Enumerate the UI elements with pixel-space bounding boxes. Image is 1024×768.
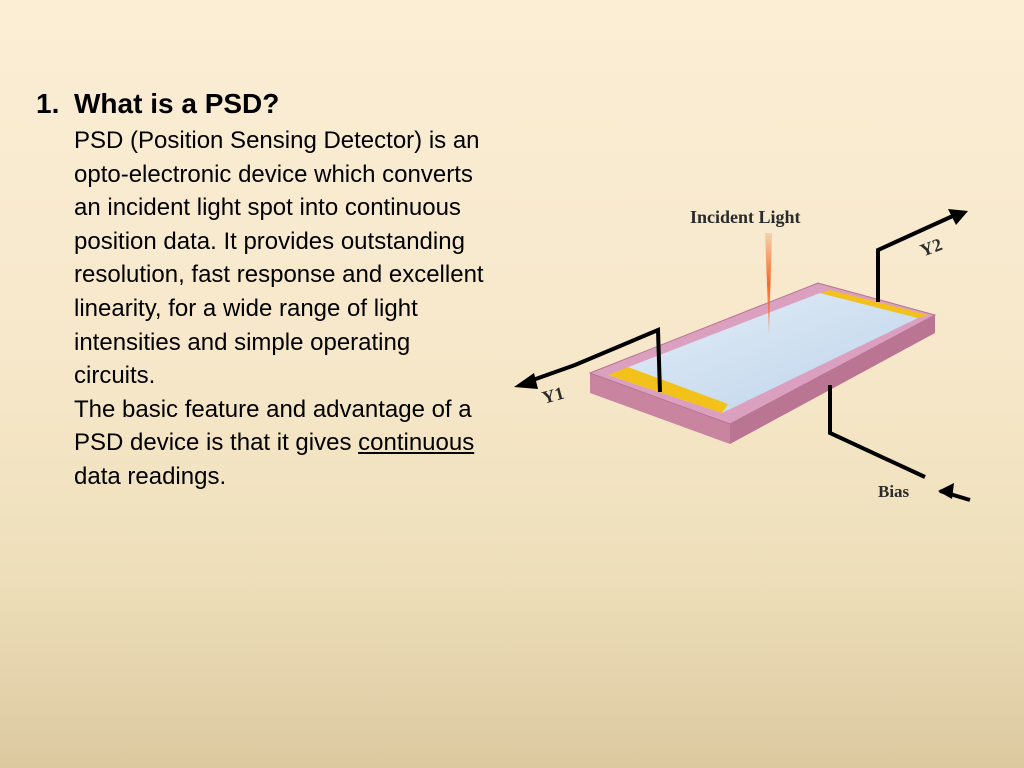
paragraph-feature-start: The basic feature and advantage of a PSD… (74, 395, 472, 457)
arrow-bias-icon (938, 483, 954, 499)
slide-text-block: 1. What is a PSD? PSD (Position Sensing … (36, 84, 496, 494)
wire-y2 (876, 213, 956, 302)
label-y2: Y2 (917, 234, 945, 260)
heading-number: 1. (36, 88, 60, 119)
psd-diagram: Incident Light Y2 Y1 Bias (514, 207, 971, 502)
slide-heading: 1. What is a PSD? (36, 84, 496, 124)
electrode-y2 (820, 290, 928, 318)
paragraph-feature: The basic feature and advantage of a PSD… (74, 393, 496, 494)
wire-bias (828, 385, 926, 479)
label-bias: Bias (878, 482, 910, 501)
label-incident-light: Incident Light (690, 207, 801, 227)
sensor-surface (608, 293, 918, 413)
paragraph-feature-end: data readings. (74, 462, 227, 490)
paragraph-definition: PSD (Position Sensing Detector) is an op… (74, 127, 484, 390)
continuous-emphasis: continuous (358, 429, 475, 457)
substrate-side-right (730, 315, 935, 444)
wire-y1 (529, 327, 662, 393)
arrow-y2-icon (948, 209, 968, 225)
substrate-side (590, 373, 730, 444)
label-y1: Y1 (540, 383, 566, 408)
heading-title: What is a PSD? (74, 88, 280, 119)
slide-body: PSD (Position Sensing Detector) is an op… (74, 124, 496, 494)
electrode-y1 (608, 367, 728, 413)
arrow-y1-icon (514, 373, 538, 389)
incident-light-beam (765, 233, 772, 335)
